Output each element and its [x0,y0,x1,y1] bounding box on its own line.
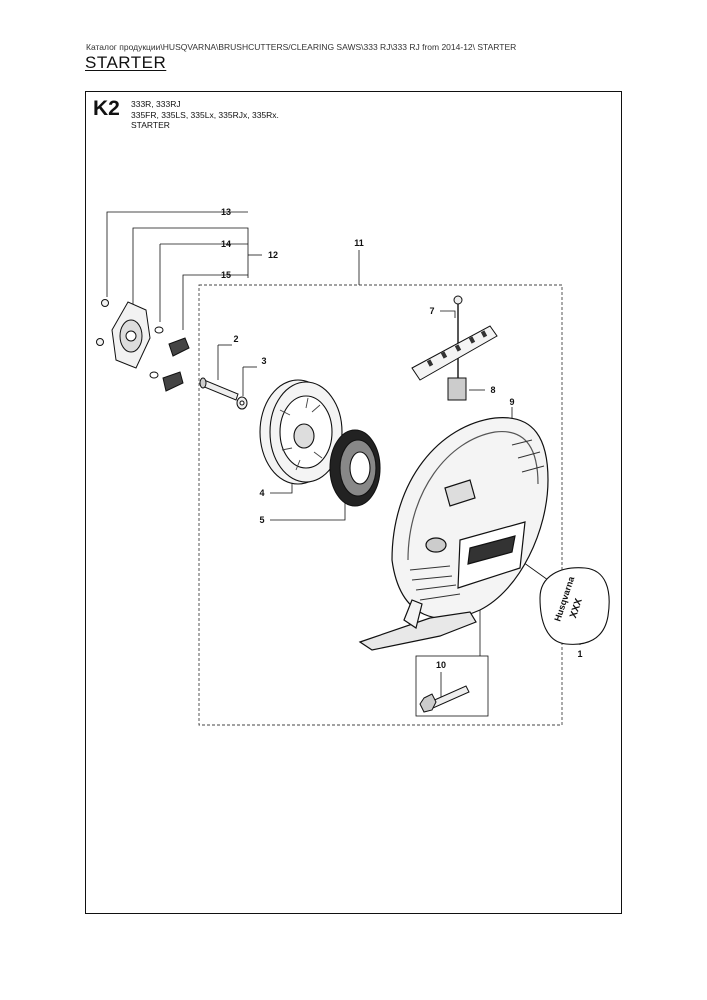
screw-10 [419,685,470,713]
callout-7: 7 [429,306,434,316]
pulley-hub [293,423,315,449]
screw-2-head [199,377,207,389]
washer-3-hole [239,400,245,406]
handle-8-grip [411,325,498,381]
callout-13: 13 [221,207,231,217]
handle-grip-slots [426,330,488,367]
diagram-frame [85,91,622,914]
decal-1: Husqvarna XXX [539,567,610,645]
page-title: STARTER [85,53,167,72]
starter-handle [411,295,498,401]
screw-left [96,338,104,346]
section-code: K2 [93,97,120,120]
callout-10: 10 [436,660,446,670]
housing-boss [425,537,447,553]
rope-knot [453,295,463,305]
spring-5 [329,429,381,507]
callout-5: 5 [259,515,264,525]
rope-guide [444,479,476,507]
model-list: 333R, 333RJ 335FR, 335LS, 335Lx, 335RJx,… [131,99,279,131]
callout-8: 8 [490,385,495,395]
pulley-ribs [279,397,323,471]
screw-13 [101,299,109,307]
pawl-15a [168,337,190,357]
housing-inner-edge [407,431,539,561]
spring-center [349,451,371,485]
spring-14b [149,371,159,379]
callout-4: 4 [259,488,264,498]
callout-2: 2 [233,334,238,344]
decal-outline [539,567,610,645]
screw-10-shank [429,685,470,709]
housing-vents [409,439,545,601]
callout-14: 14 [221,239,231,249]
callout-9: 9 [509,397,514,407]
models-line-1: 333R, 333RJ [131,99,181,109]
housing-foot [358,611,477,651]
screw-and-washer [199,377,248,410]
housing-label-inner [467,535,516,565]
assembly-11-box [198,284,563,726]
housing-shell [391,417,549,620]
callout-labels: 1 2 3 4 5 7 8 9 10 11 12 13 14 15 [221,207,583,670]
starter-housing-9 [358,417,549,651]
pawl-kit-parts [96,299,190,392]
callout-1: 1 [577,649,582,659]
models-line-2: 335FR, 335LS, 335Lx, 335RJx, 335Rx. [131,109,279,120]
screw-2 [201,379,239,401]
callout-3: 3 [261,356,266,366]
handle-8-insert [447,377,467,401]
housing-foot-support [403,599,423,629]
breadcrumb: Каталог продукции\HUSQVARNA\BRUSHCUTTERS… [86,42,517,52]
section-name: STARTER [131,120,170,130]
callout-12: 12 [268,250,278,260]
screw-10-head [419,693,437,713]
spring-14a [154,326,164,334]
pawl-15b [162,371,184,392]
callout-11: 11 [354,238,364,248]
callout-15: 15 [221,270,231,280]
pulley-4 [259,379,343,485]
housing-center [125,330,137,342]
